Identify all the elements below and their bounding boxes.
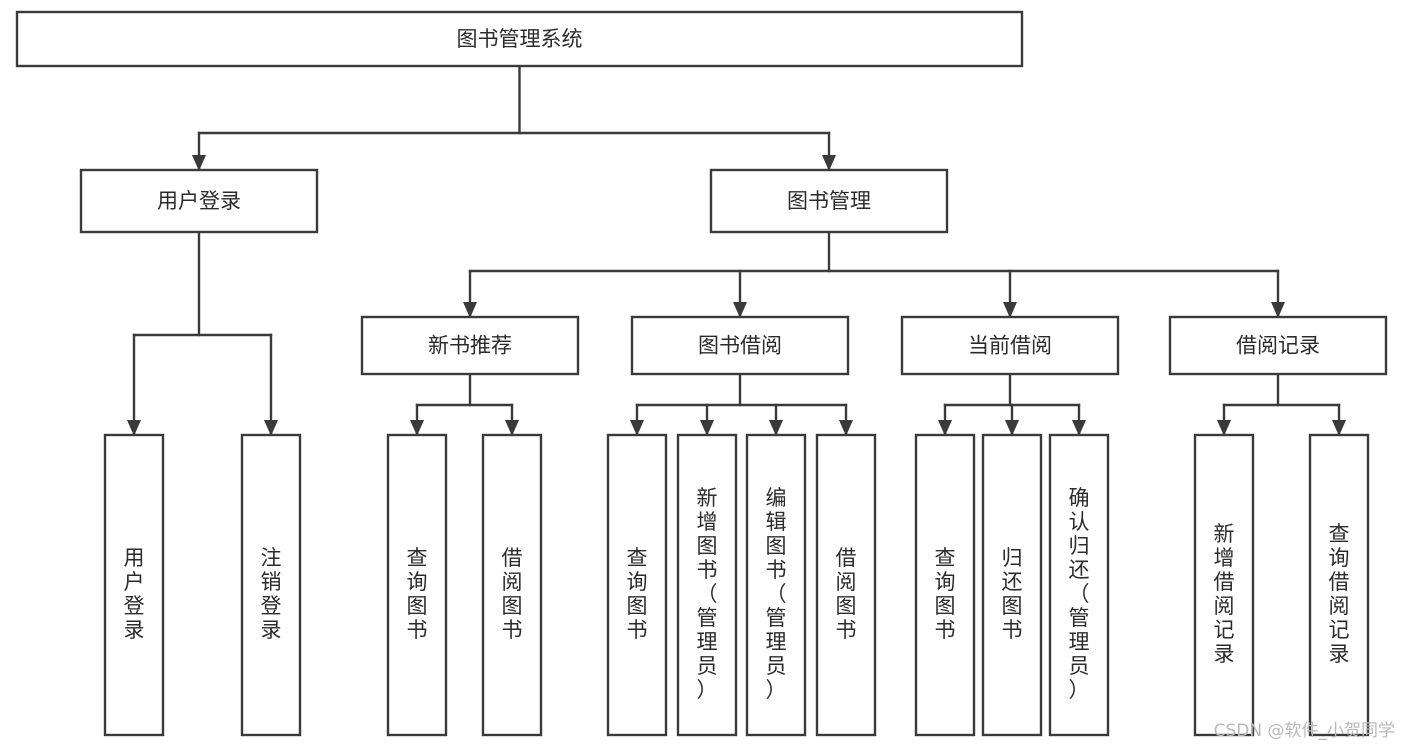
- node-layer: 图书管理系统用户登录图书管理新书推荐图书借阅当前借阅借阅记录用户登录注销登录查询…: [15, 10, 1388, 737]
- arrow-head-icon: [1332, 420, 1346, 436]
- node-label: 查询借阅记录: [1329, 522, 1350, 666]
- node-label: 新增借阅记录: [1214, 522, 1235, 666]
- node-level1-1[interactable]: 图书管理: [709, 168, 949, 234]
- arrow-head-icon: [1217, 420, 1231, 436]
- node-root-图书管理系统[interactable]: 图书管理系统: [15, 10, 1024, 68]
- node-leaf-5[interactable]: 新增图书（管理员）: [676, 433, 738, 737]
- arrow-head-icon: [264, 420, 278, 436]
- arrow-head-icon: [630, 420, 644, 436]
- node-leaf-7[interactable]: 借阅图书: [815, 433, 877, 737]
- node-label: 新书推荐: [428, 334, 512, 358]
- arrow-head-icon: [505, 420, 519, 436]
- arrow-head-icon: [127, 420, 141, 436]
- arrow-head-icon: [938, 420, 952, 436]
- node-label: 图书管理系统: [457, 27, 583, 51]
- node-label: 借阅图书: [502, 546, 523, 642]
- node-label: 注销登录: [261, 546, 282, 642]
- node-leaf-11[interactable]: 新增借阅记录: [1193, 433, 1255, 737]
- arrow-head-icon: [1005, 420, 1019, 436]
- arrow-head-icon: [839, 420, 853, 436]
- node-level1-0[interactable]: 用户登录: [79, 168, 319, 234]
- node-leaf-3[interactable]: 借阅图书: [481, 433, 543, 737]
- node-leaf-1[interactable]: 注销登录: [240, 433, 302, 737]
- arrow-head-icon: [410, 420, 424, 436]
- node-leaf-10[interactable]: 确认归还（管理员）: [1048, 433, 1110, 737]
- node-label: 编辑图书（管理员）: [766, 486, 787, 702]
- arrow-head-icon: [1003, 302, 1017, 318]
- node-leaf-0[interactable]: 用户登录: [103, 433, 165, 737]
- node-leaf-6[interactable]: 编辑图书（管理员）: [745, 433, 807, 737]
- node-leaf-12[interactable]: 查询借阅记录: [1308, 433, 1370, 737]
- node-label: 查询图书: [407, 546, 428, 642]
- arrow-head-icon: [1271, 302, 1285, 318]
- arrow-head-icon: [463, 302, 477, 318]
- node-label: 图书管理: [787, 189, 871, 213]
- node-leaf-2[interactable]: 查询图书: [386, 433, 448, 737]
- node-level2-2[interactable]: 当前借阅: [900, 315, 1120, 376]
- arrow-head-icon: [769, 420, 783, 436]
- node-level2-3[interactable]: 借阅记录: [1168, 315, 1388, 376]
- node-label: 归还图书: [1002, 546, 1023, 642]
- arrow-head-icon: [1072, 420, 1086, 436]
- node-label: 新增图书（管理员）: [697, 486, 718, 702]
- node-level2-0[interactable]: 新书推荐: [360, 315, 580, 376]
- node-label: 用户登录: [124, 546, 145, 642]
- arrow-head-icon: [192, 155, 206, 171]
- node-leaf-9[interactable]: 归还图书: [981, 433, 1043, 737]
- connector-layer: [127, 64, 1346, 436]
- node-level2-1[interactable]: 图书借阅: [630, 315, 850, 376]
- node-label: 借阅图书: [836, 546, 857, 642]
- node-leaf-8[interactable]: 查询图书: [914, 433, 976, 737]
- node-label: 借阅记录: [1236, 334, 1320, 358]
- arrow-head-icon: [733, 302, 747, 318]
- node-label: 确认归还（管理员）: [1069, 486, 1090, 702]
- node-leaf-4[interactable]: 查询图书: [606, 433, 668, 737]
- node-label: 用户登录: [157, 189, 241, 213]
- arrow-head-icon: [700, 420, 714, 436]
- arrow-head-icon: [822, 155, 836, 171]
- node-label: 当前借阅: [968, 334, 1052, 358]
- node-label: 查询图书: [935, 546, 956, 642]
- node-label: 图书借阅: [698, 334, 782, 358]
- node-label: 查询图书: [627, 546, 648, 642]
